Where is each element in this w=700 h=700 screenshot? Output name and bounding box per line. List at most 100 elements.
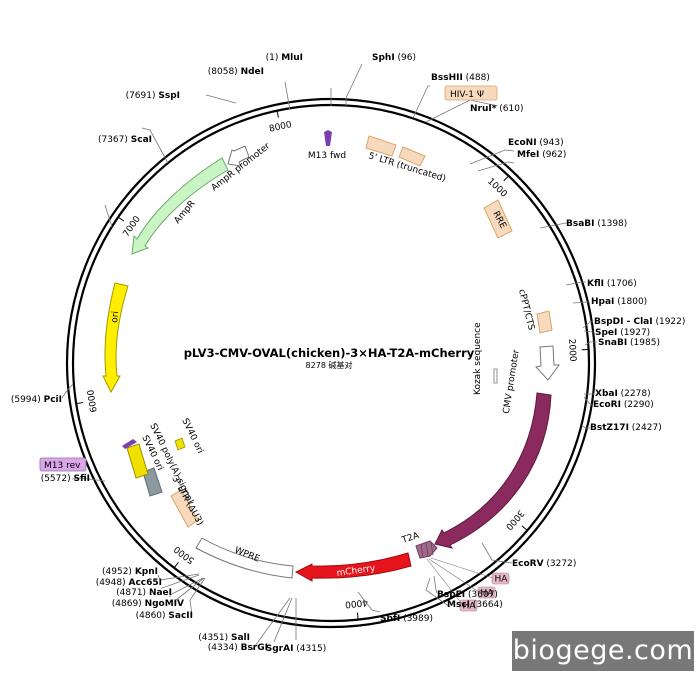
site-name: NaeI [149, 588, 172, 598]
site-label-naei: (4871) NaeI [116, 588, 172, 598]
tick-mark [174, 561, 179, 568]
site-position: (3607) [465, 590, 498, 600]
label-cppt: cPPT/CTS [516, 288, 536, 331]
feature-kozak [493, 368, 498, 384]
site-label-bspei: BspEI (3607) [437, 590, 498, 600]
tick-label: 5000 [172, 543, 196, 565]
tick-mark [77, 402, 84, 404]
site-position: (1706) [604, 279, 637, 289]
site-position: (3989) [400, 614, 433, 624]
site-position: (7367) [98, 135, 131, 145]
site-name: EcoRV [512, 559, 544, 569]
site-position: (4948) [96, 578, 129, 588]
tick-label: 4000 [344, 597, 368, 609]
site-label-hpai: HpaI (1800) [591, 297, 647, 307]
site-label-bspdi-clai: BspDI - ClaI (1922) [594, 317, 685, 327]
feature-ampr-promoter [227, 145, 250, 167]
site-name: SalI [231, 633, 250, 643]
site-position: (1922) [653, 317, 686, 327]
site-label-mlui: (1) MluI [266, 53, 303, 63]
site-label-sphi: SphI (96) [372, 53, 416, 63]
label-kozak: Kozak sequence [473, 322, 483, 395]
tick-mark [503, 176, 509, 182]
site-label-scai: (7367) ScaI [98, 135, 152, 145]
site-label-sali: (4351) SalI [198, 633, 250, 643]
site-position: (4315) [293, 644, 326, 654]
site-label-xbai: XbaI (2278) [595, 389, 651, 399]
site-label-econi: EcoNI (943) [508, 138, 564, 148]
site-name: XbaI [595, 389, 618, 399]
site-name: SspI [158, 91, 180, 101]
site-label-spei: SpeI (1927) [595, 328, 650, 338]
site-name: SphI [372, 53, 395, 63]
site-label-sacii: (4860) SacII [136, 611, 193, 621]
site-leader-lines [61, 63, 597, 651]
label-ori: ori [110, 311, 121, 324]
site-position: (3272) [544, 559, 577, 569]
feature-5-ltr [365, 135, 426, 167]
label-ha-3: HA [463, 602, 477, 612]
site-position: (610) [496, 104, 523, 114]
watermark-logo: biogege.com [512, 631, 694, 671]
site-name: MscI [447, 600, 470, 610]
site-position: (962) [539, 150, 566, 160]
site-label-acc65i: (4948) Acc65I [96, 578, 162, 588]
feature-sv40-ori [126, 437, 186, 479]
site-name: BspEI [437, 590, 465, 600]
label-ha-1: HA [495, 575, 509, 585]
site-position: (5572) [41, 474, 74, 484]
feature-cppt [536, 310, 553, 334]
site-label-kpni: (4952) KpnI [102, 567, 158, 577]
site-label-bsshii: BssHII (488) [431, 73, 490, 83]
site-label-snabi: SnaBI (1985) [598, 338, 660, 348]
site-label-mfei: MfeI (962) [517, 150, 566, 160]
plasmid-name: pLV3-CMV-OVAL(chicken)-3×HA-T2A-mCherry [184, 346, 475, 360]
site-name: BssHII [431, 73, 463, 83]
feature-m13-fwd [324, 130, 332, 146]
site-name: NgoMIV [145, 599, 184, 609]
feature-cmv-promoter [535, 345, 560, 381]
site-label-sbfi: SbfI (3989) [380, 614, 433, 624]
site-name: PciI [44, 395, 62, 405]
site-label-ecorv: EcoRV (3272) [512, 559, 576, 569]
feature-rre [483, 199, 513, 239]
plasmid-size: 8278 碱基对 [306, 360, 353, 370]
site-label-ndei: (8058) NdeI [208, 67, 264, 77]
tick-label: 8000 [268, 120, 293, 135]
site-position: (4334) [208, 643, 241, 653]
site-label-bsabi: BsaBI (1398) [566, 219, 627, 229]
site-label-ngomiv: (4869) NgoMIV [112, 599, 184, 609]
site-name: KflI [587, 279, 604, 289]
tag-ha-1 [491, 572, 510, 585]
label-sv40-ori-small: SV40 ori [179, 417, 205, 455]
site-name: HpaI [591, 297, 614, 307]
label-m13-rev: M13 rev [44, 461, 81, 471]
tick-label: 3000 [503, 508, 526, 532]
site-name: ScaI [131, 135, 152, 145]
label-t2a: T2A [400, 531, 421, 546]
site-position: (4351) [198, 633, 231, 643]
site-label-sspi: (7691) SspI [126, 91, 180, 101]
site-name: KpnI [135, 567, 158, 577]
site-name: Acc65I [128, 578, 162, 588]
label-cmv-promoter: CMV promoter [502, 349, 522, 415]
feature-3-ltr [170, 489, 199, 528]
site-position: (1800) [614, 297, 647, 307]
site-name: MluI [281, 53, 303, 63]
label-m13-fwd: M13 fwd [308, 151, 346, 161]
site-label-msci: MscI (3664) [447, 600, 503, 610]
tick-label: 6000 [86, 389, 100, 413]
site-name: NdeI [241, 67, 264, 77]
site-label-pcii: (5994) PciI [11, 395, 62, 405]
site-name: EcoNI [508, 138, 537, 148]
site-label-bstz17i: BstZ17I (2427) [590, 423, 662, 433]
label-hiv-psi: HIV-1 Ψ [450, 90, 484, 100]
site-label-ecori: EcoRI (2290) [593, 400, 654, 410]
site-position: (3664) [470, 600, 503, 610]
site-position: (1) [266, 53, 282, 63]
site-position: (4860) [136, 611, 169, 621]
tag-m13-rev [39, 457, 87, 472]
site-position: (96) [395, 53, 416, 63]
